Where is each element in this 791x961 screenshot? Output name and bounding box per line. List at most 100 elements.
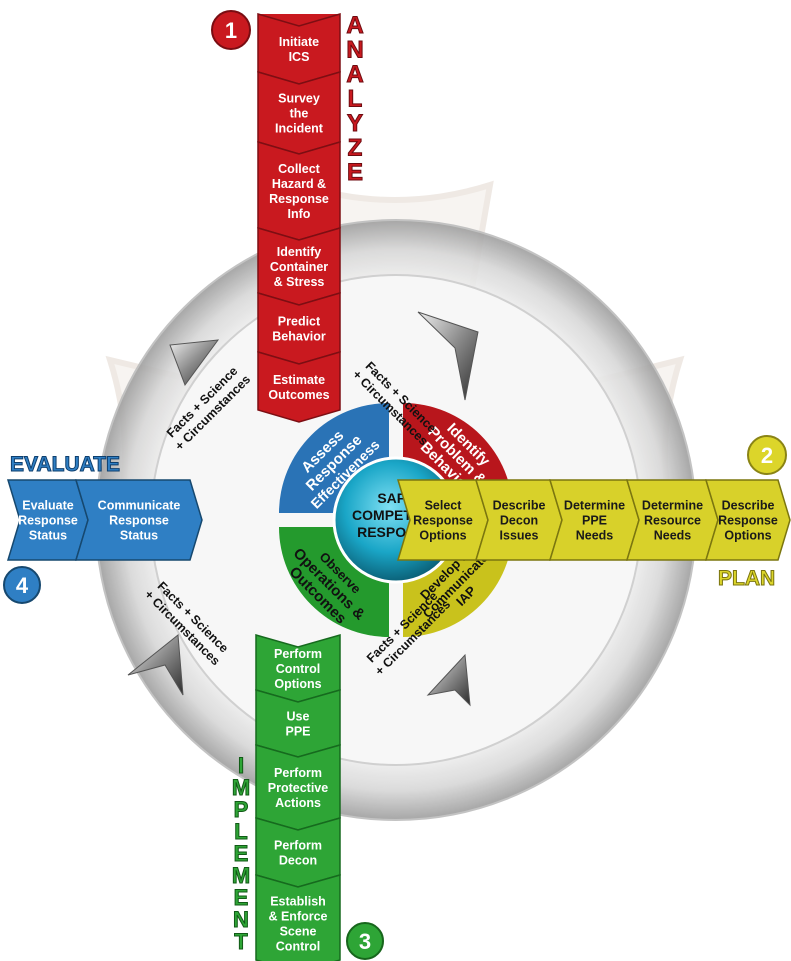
step-text-line: Info xyxy=(288,207,311,221)
phase-letter: A xyxy=(346,12,363,39)
step-text-line: Perform xyxy=(274,839,322,853)
implement-step-shape xyxy=(255,874,341,961)
phase-number-1: 1 xyxy=(211,10,251,50)
step-text-line: Decon xyxy=(500,514,538,528)
cycle-arrow-top-left-icon xyxy=(169,339,220,387)
step-text-line: Behavior xyxy=(272,330,326,344)
phase-letter: L xyxy=(234,819,247,844)
step-text-line: PPE xyxy=(285,725,310,739)
step-text-line: Initiate xyxy=(279,35,319,49)
step-text-line: Use xyxy=(287,710,310,724)
phase-label-plan: PLAN xyxy=(718,567,775,590)
analyze-column: InitiateICSSurveytheIncidentCollectHazar… xyxy=(257,12,341,423)
phase-letter: E xyxy=(347,159,363,186)
svg-text:2: 2 xyxy=(761,443,773,468)
step-text-line: & Stress xyxy=(274,275,325,289)
step-text-line: Predict xyxy=(278,315,321,329)
svg-text:3: 3 xyxy=(359,929,371,954)
evaluate-row: EvaluateResponseStatusCommunicateRespons… xyxy=(6,479,203,561)
step-text-line: PPE xyxy=(582,514,607,528)
cycle-arrow-bottom-right-icon xyxy=(426,653,471,707)
step-text-line: Collect xyxy=(278,162,321,176)
step-text-line: & Enforce xyxy=(268,910,327,924)
step-text-line: Resource xyxy=(644,514,701,528)
phase-letter: Y xyxy=(347,110,363,137)
step-text-line: Incident xyxy=(275,122,324,136)
phase-letter: T xyxy=(234,929,248,954)
step-text-line: Response xyxy=(109,514,169,528)
step-text-line: Status xyxy=(120,529,158,543)
step-text-line: ICS xyxy=(289,50,310,64)
phase-letter: Z xyxy=(348,135,363,162)
step-text-line: Protective xyxy=(268,781,328,795)
phase-letter: A xyxy=(346,61,363,88)
svg-text:4: 4 xyxy=(16,573,29,598)
plan-step-shape xyxy=(704,479,791,561)
phase-letter: M xyxy=(232,775,250,800)
step-text-line: Establish xyxy=(270,895,326,909)
phase-number-4: 4 xyxy=(3,566,41,604)
step-text-line: Scene xyxy=(280,925,317,939)
phase-letter: N xyxy=(233,907,249,932)
step-text-line: Needs xyxy=(576,529,614,543)
step-text-line: the xyxy=(290,107,309,121)
step-text-line: Response xyxy=(718,514,778,528)
step-text-line: Perform xyxy=(274,766,322,780)
step-text-line: Container xyxy=(270,260,328,274)
cycle-arrow-top-right-icon xyxy=(417,311,479,401)
plan-row: SelectResponseOptionsDescribeDeconIssues… xyxy=(396,479,791,561)
step-text-line: Options xyxy=(419,529,466,543)
step-text-line: Determine xyxy=(642,499,703,513)
phase-letter: P xyxy=(234,797,249,822)
step-text-line: Hazard & xyxy=(272,177,326,191)
step-text-line: Status xyxy=(29,529,67,543)
phase-number-3: 3 xyxy=(346,922,384,960)
step-text-line: Select xyxy=(425,499,463,513)
step-text-line: Determine xyxy=(564,499,625,513)
phase-letter: N xyxy=(346,37,363,64)
step-text-line: Perform xyxy=(274,647,322,661)
phase-number-2: 2 xyxy=(747,435,787,475)
step-text-line: Needs xyxy=(654,529,692,543)
step-text-line: Communicate xyxy=(98,499,181,513)
phase-letter: M xyxy=(232,863,250,888)
phase-label-evaluate: EVALUATE xyxy=(10,453,120,476)
svg-text:1: 1 xyxy=(225,18,237,43)
step-text-line: Actions xyxy=(275,796,321,810)
step-text-line: Response xyxy=(269,192,329,206)
step-text-line: Decon xyxy=(279,854,317,868)
step-text-line: Options xyxy=(274,677,321,691)
step-text-line: Outcomes xyxy=(268,388,329,402)
step-text-line: Control xyxy=(276,662,320,676)
step-text-line: Evaluate xyxy=(22,499,73,513)
phase-letter: E xyxy=(234,885,249,910)
analyze-step-shape xyxy=(257,140,341,241)
step-text-line: Response xyxy=(413,514,473,528)
step-text-line: Control xyxy=(276,940,320,954)
step-text-line: Issues xyxy=(500,529,539,543)
evaluate-step-shape xyxy=(74,479,203,561)
step-text-line: Options xyxy=(724,529,771,543)
step-text-line: Response xyxy=(18,514,78,528)
phase-letter: E xyxy=(234,841,249,866)
cycle-arrow-bottom-left-icon xyxy=(127,634,184,696)
step-text-line: Estimate xyxy=(273,373,325,387)
